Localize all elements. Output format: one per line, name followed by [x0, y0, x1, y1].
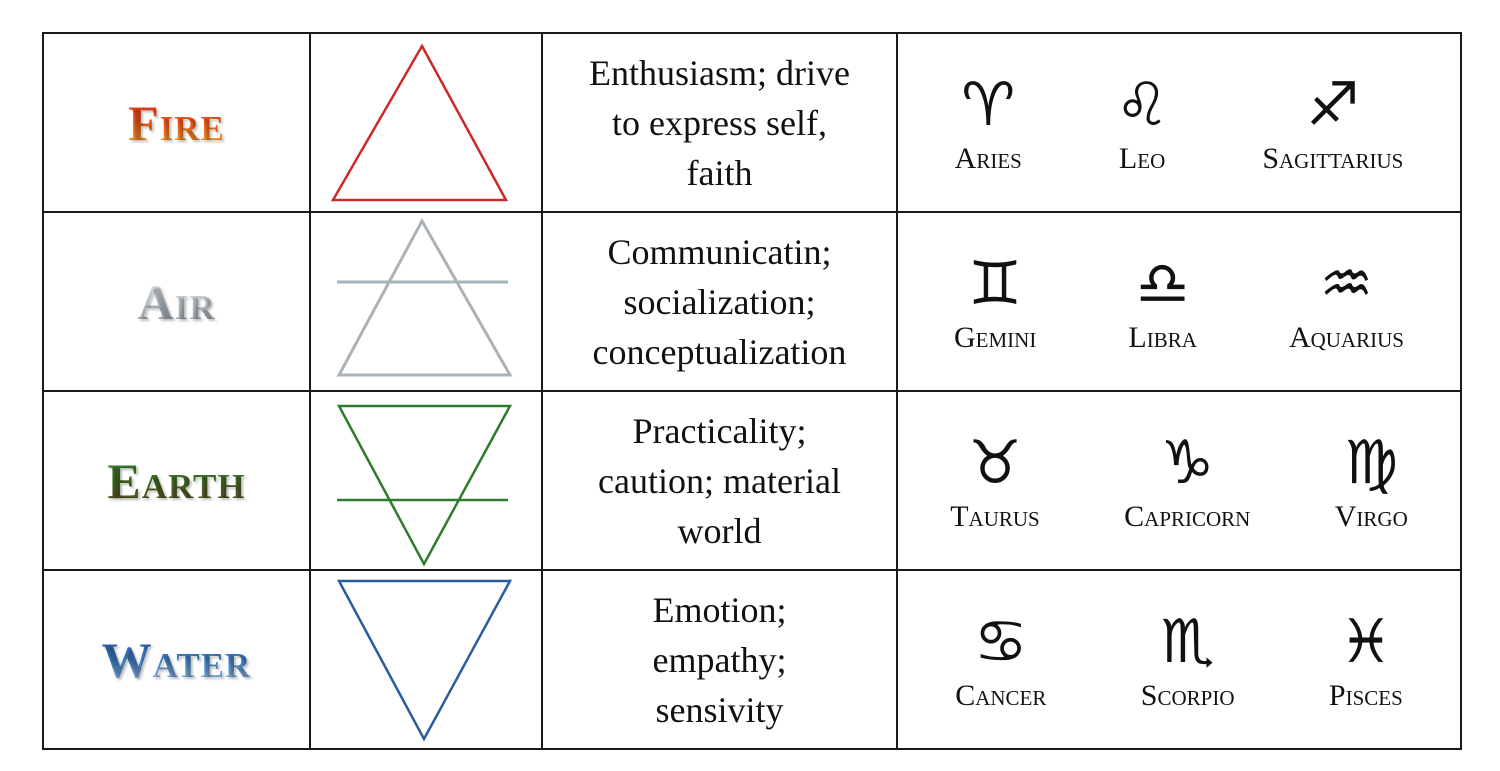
element-row-water: Water Emotion; empathy; sensivity ♋︎ Can…: [42, 569, 1462, 750]
description-line: faith: [686, 152, 753, 193]
sign-scorpio: ♏︎ Scorpio: [1141, 606, 1235, 714]
element-name-cell: Air: [42, 211, 311, 392]
element-name-cell: Water: [42, 569, 311, 750]
sign-name: Virgo: [1334, 499, 1408, 533]
description-line: Enthusiasm; drive: [589, 52, 850, 93]
description-line: caution; material: [598, 460, 841, 501]
description-line: sensivity: [655, 689, 784, 730]
element-name-earth: Earth: [107, 452, 246, 509]
element-description: Practicality; caution; material world: [541, 390, 898, 571]
description-line: socialization;: [623, 281, 816, 322]
sign-pisces: ♓︎ Pisces: [1329, 606, 1403, 714]
element-name-fire: Fire: [128, 94, 225, 151]
element-symbol-cell: [309, 32, 543, 213]
element-row-fire: Fire Enthusiasm; drive to express self, …: [42, 32, 1462, 213]
element-name-water: Water: [101, 631, 252, 688]
scorpio-icon: ♏︎: [1160, 606, 1215, 677]
zodiac-signs: ♋︎ Cancer ♏︎ Scorpio ♓︎ Pisces: [899, 572, 1459, 747]
virgo-icon: ♍︎: [1344, 427, 1399, 498]
element-row-air: Air Communicatin; socialization; concept…: [42, 211, 1462, 392]
zodiac-signs-cell: ♉︎ Taurus ♑︎ Capricorn ♍︎ Virgo: [896, 390, 1462, 571]
sign-name: Aquarius: [1288, 320, 1404, 354]
triangle-up-icon: [330, 43, 509, 202]
zodiac-signs: ♈︎ Aries ♌︎ Leo ♐︎ Sagittarius: [899, 35, 1459, 210]
description-line: to express self,: [612, 102, 827, 143]
element-symbol-cell: [309, 390, 543, 571]
sign-gemini: ♊︎ Gemini: [954, 248, 1036, 356]
zodiac-signs-cell: ♊︎ Gemini ♎︎ Libra ♒︎ Aquarius: [896, 211, 1462, 392]
sign-name: Aries: [954, 141, 1022, 175]
description-line: Practicality;: [632, 410, 807, 451]
sign-leo: ♌︎ Leo: [1115, 69, 1169, 177]
triangle-down-icon: [336, 579, 513, 742]
sign-name: Cancer: [955, 678, 1047, 712]
sign-cancer: ♋︎ Cancer: [955, 606, 1046, 714]
zodiac-signs-cell: ♋︎ Cancer ♏︎ Scorpio ♓︎ Pisces: [896, 569, 1462, 750]
element-symbol-cell: [309, 211, 543, 392]
sign-libra: ♎︎ Libra: [1128, 248, 1197, 356]
sign-name: Pisces: [1328, 678, 1403, 712]
element-name-cell: Fire: [42, 32, 311, 213]
sign-aries: ♈︎ Aries: [955, 69, 1022, 177]
description-line: Communicatin;: [607, 231, 832, 272]
zodiac-signs-cell: ♈︎ Aries ♌︎ Leo ♐︎ Sagittarius: [896, 32, 1462, 213]
description-line: empathy;: [652, 639, 787, 680]
element-description: Communicatin; socialization; conceptuali…: [541, 211, 898, 392]
sign-name: Gemini: [954, 320, 1037, 354]
zodiac-signs: ♊︎ Gemini ♎︎ Libra ♒︎ Aquarius: [899, 214, 1459, 389]
elements-table: Fire Enthusiasm; drive to express self, …: [42, 32, 1462, 750]
element-name-air: Air: [137, 273, 216, 330]
sign-name: Scorpio: [1140, 678, 1235, 712]
element-description: Enthusiasm; drive to express self, faith: [541, 32, 898, 213]
element-symbol-cell: [309, 569, 543, 750]
leo-icon: ♌︎: [1115, 69, 1169, 140]
sign-name: Taurus: [950, 499, 1040, 533]
sign-taurus: ♉︎ Taurus: [950, 427, 1040, 535]
element-name-cell: Earth: [42, 390, 311, 571]
gemini-icon: ♊︎: [968, 248, 1023, 319]
sign-capricorn: ♑︎ Capricorn: [1124, 427, 1250, 535]
aries-icon: ♈︎: [961, 69, 1016, 140]
sign-name: Capricorn: [1124, 499, 1251, 533]
pisces-icon: ♓︎: [1338, 606, 1393, 677]
cancer-icon: ♋︎: [973, 606, 1028, 677]
sagittarius-icon: ♐︎: [1305, 69, 1360, 140]
triangle-up-bar-icon: [336, 217, 513, 377]
sign-virgo: ♍︎ Virgo: [1335, 427, 1408, 535]
sign-name: Sagittarius: [1262, 141, 1404, 175]
sign-name: Libra: [1128, 320, 1197, 354]
element-row-earth: Earth Practicality; caution; material wo…: [42, 390, 1462, 571]
sign-aquarius: ♒︎ Aquarius: [1289, 248, 1404, 356]
taurus-icon: ♉︎: [968, 427, 1022, 498]
description-line: Emotion;: [652, 589, 787, 630]
triangle-down-bar-icon: [336, 404, 513, 567]
sign-sagittarius: ♐︎ Sagittarius: [1262, 69, 1403, 177]
libra-icon: ♎︎: [1135, 248, 1190, 319]
sign-name: Leo: [1118, 141, 1166, 175]
aquarius-icon: ♒︎: [1319, 248, 1374, 319]
zodiac-signs: ♉︎ Taurus ♑︎ Capricorn ♍︎ Virgo: [899, 393, 1459, 568]
element-description: Emotion; empathy; sensivity: [541, 569, 898, 750]
capricorn-icon: ♑︎: [1160, 427, 1215, 498]
description-line: conceptualization: [592, 331, 847, 372]
description-line: world: [677, 510, 762, 551]
